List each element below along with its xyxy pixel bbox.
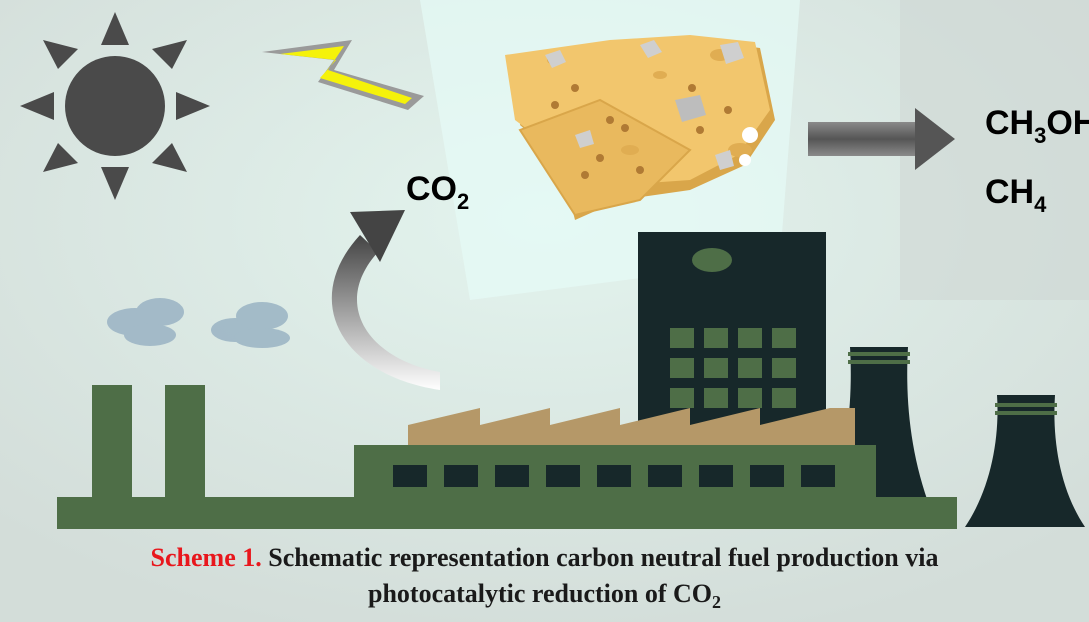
caption-line-1: Scheme 1. Schematic representation carbo… [0, 540, 1089, 576]
co2-label-subscript: 2 [457, 189, 470, 214]
reaction-arrow-icon [808, 108, 955, 170]
caption-line-2: photocatalytic reduction of CO2 [0, 576, 1089, 614]
catalyst-sheets-icon [505, 35, 775, 220]
methane-label-text: CH [985, 173, 1035, 211]
caption-line-1-text: Schematic representation carbon neutral … [261, 543, 939, 572]
methanol-label-text: CH [985, 104, 1035, 142]
methanol-label-subscript: 3 [1034, 123, 1047, 148]
caption-line-2-text: photocatalytic reduction of CO [368, 579, 712, 608]
factory-icon [57, 232, 1085, 529]
methanol-label-tail: OH [1046, 104, 1089, 142]
caption-lead: Scheme 1. [150, 543, 262, 572]
smoke-clouds [107, 298, 290, 348]
product-methanol-label: CH3OH [985, 104, 1089, 147]
lightning-icon [262, 40, 424, 110]
sun-icon [20, 12, 210, 200]
co2-label: CO2 [406, 170, 469, 213]
product-methane-label: CH4 [985, 173, 1046, 216]
scheme-caption: Scheme 1. Schematic representation carbo… [0, 540, 1089, 614]
co2-cycle-arrow-icon [331, 210, 440, 390]
methane-label-subscript: 4 [1034, 192, 1047, 217]
caption-line-2-subscript: 2 [712, 592, 721, 612]
co2-label-text: CO [406, 170, 457, 208]
